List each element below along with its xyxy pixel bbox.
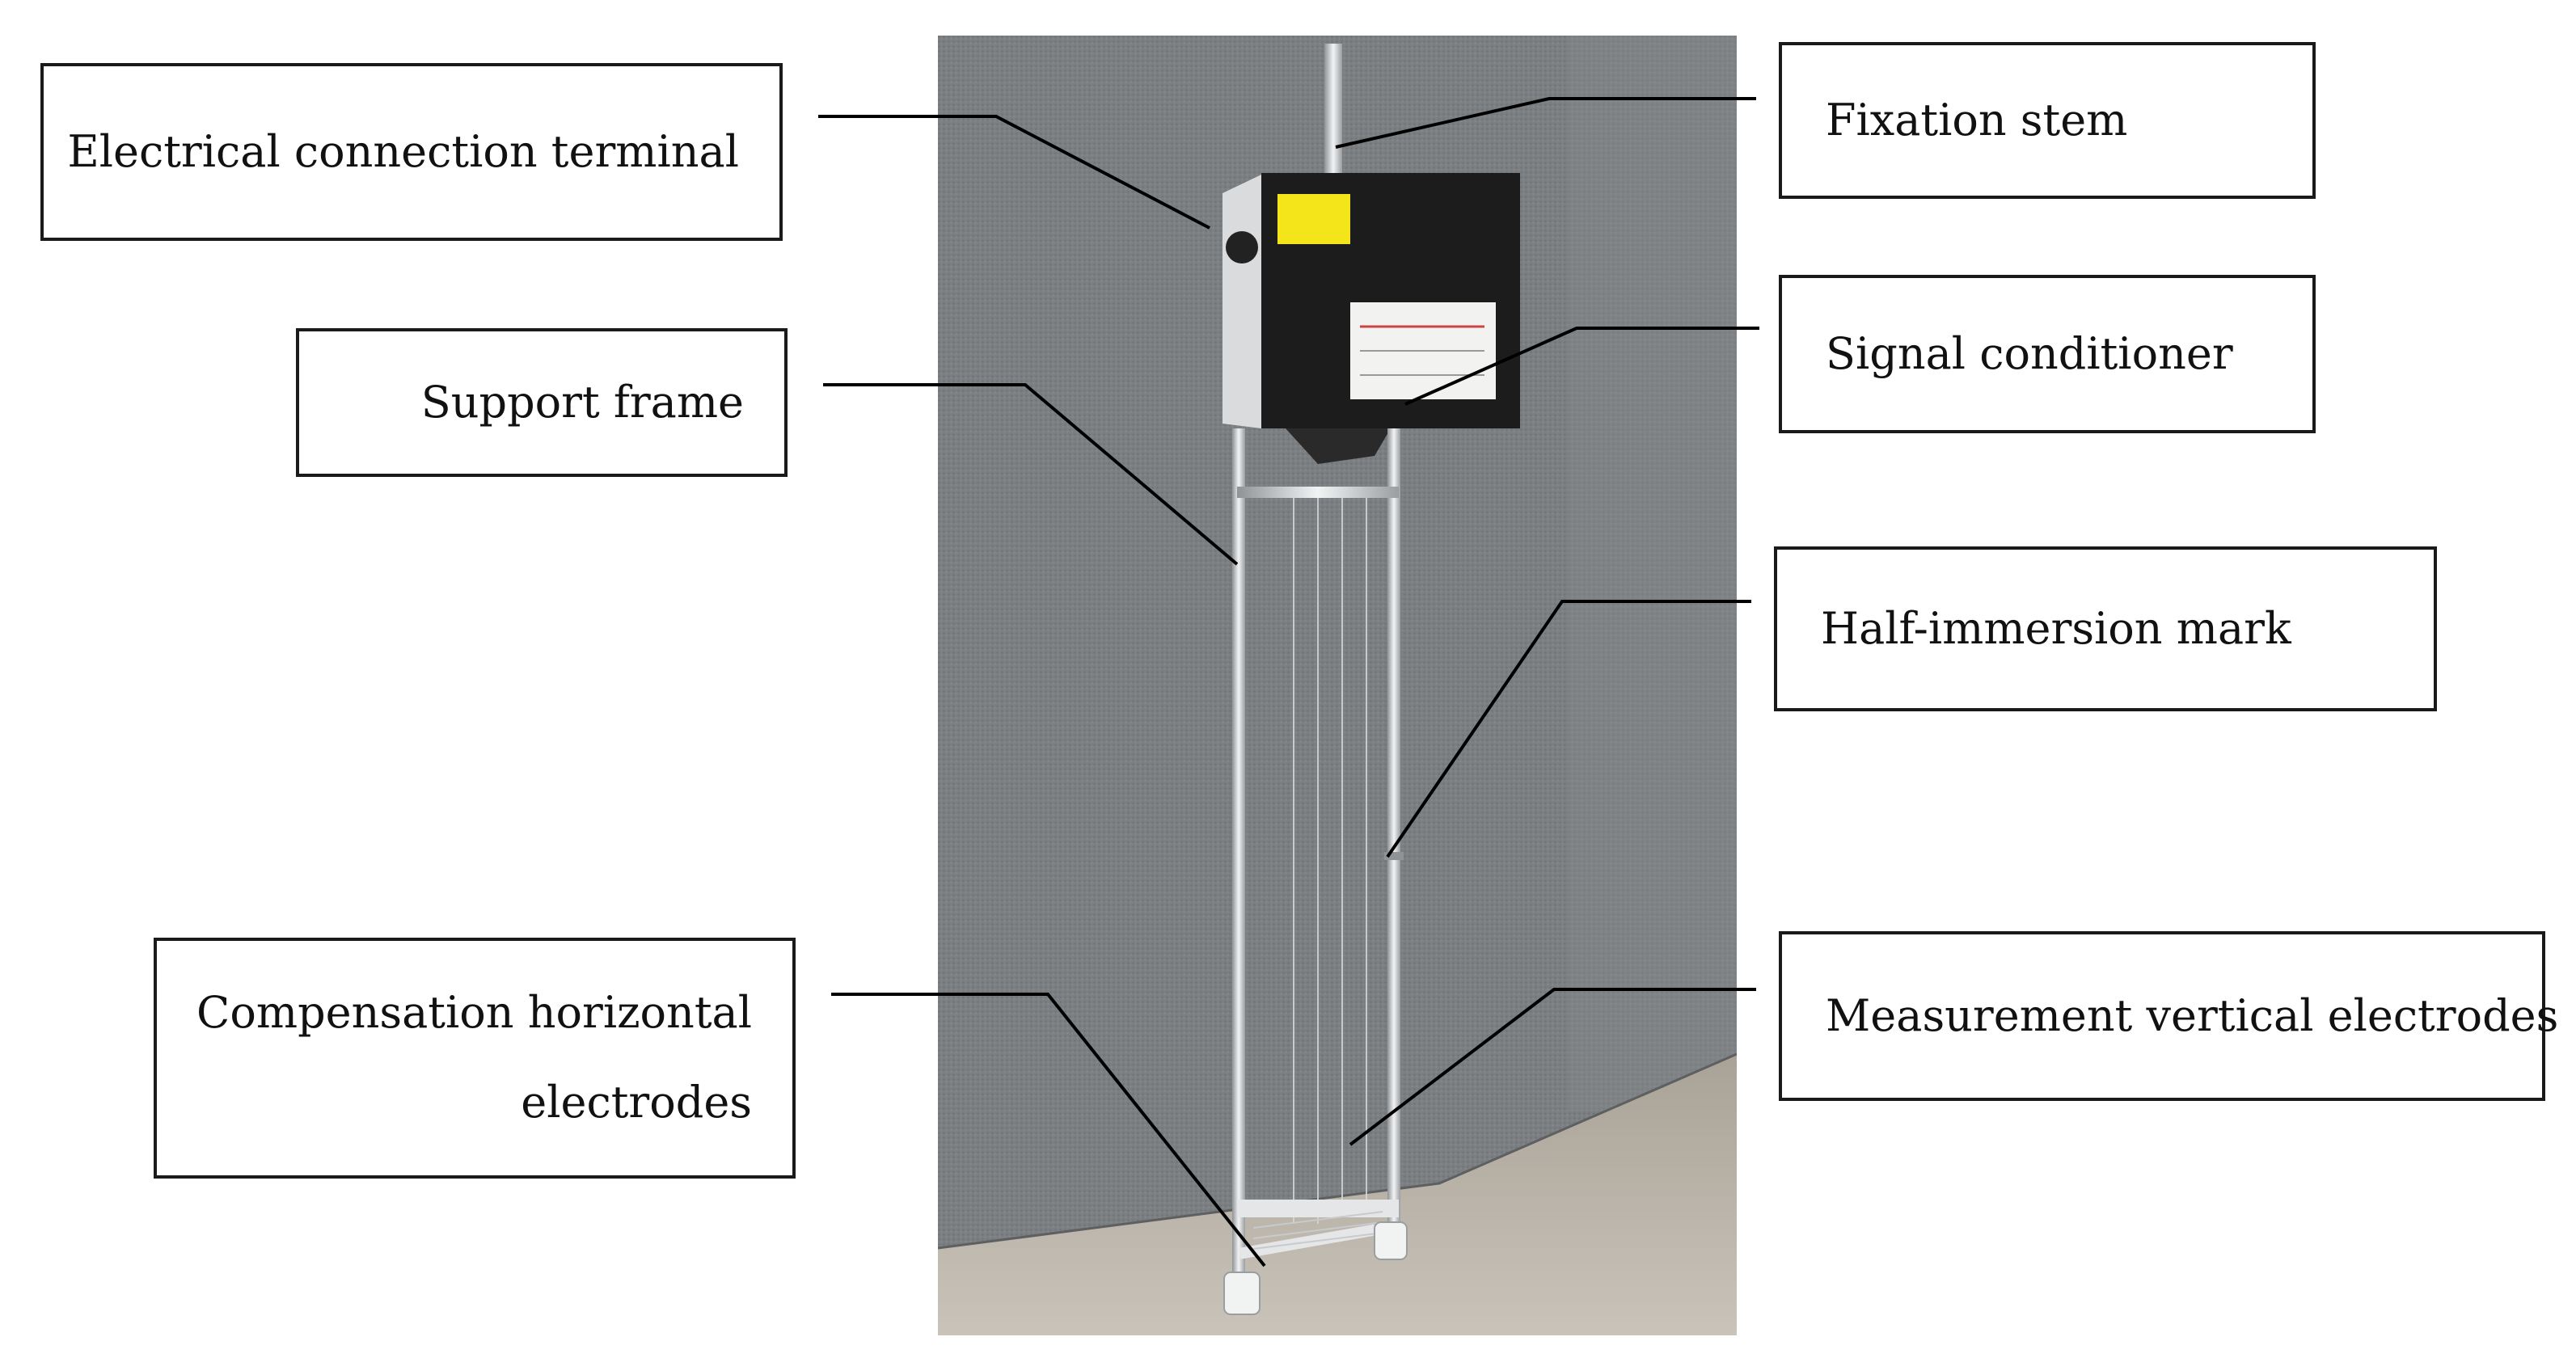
label-signal-conditioner: Signal conditioner <box>1779 275 2316 433</box>
label-half-immersion-mark: Half-immersion mark <box>1774 546 2437 711</box>
label-compensation-horizontal-electrodes: Compensation horizontal electrodes <box>154 938 796 1179</box>
label-text: Support frame <box>420 376 744 428</box>
device-photo <box>938 36 1737 1335</box>
signal-conditioner-box <box>1223 173 1520 464</box>
label-text: Electrical connection terminal <box>67 125 739 177</box>
label-text: Measurement vertical electrodes <box>1826 989 2559 1041</box>
label-text-line1: Compensation horizontal <box>196 987 752 1039</box>
label-text: Fixation stem <box>1826 94 2128 146</box>
fixation-stem-rod <box>1324 44 1342 197</box>
yellow-sticker <box>1277 194 1350 244</box>
connector-socket <box>1226 231 1258 264</box>
label-fixation-stem: Fixation stem <box>1779 42 2316 199</box>
label-text: Half-immersion mark <box>1821 602 2291 654</box>
label-measurement-vertical-electrodes: Measurement vertical electrodes <box>1779 931 2558 1101</box>
label-text-line2: electrodes <box>521 1077 752 1128</box>
label-electrical-connection-terminal: Electrical connection terminal <box>40 63 783 241</box>
wall-right-panel <box>1569 36 1737 1111</box>
label-support-frame: Support frame <box>296 328 788 477</box>
label-text: Signal conditioner <box>1826 327 2233 379</box>
base-assembly <box>1223 1200 1408 1315</box>
half-immersion-ring <box>1384 852 1404 860</box>
